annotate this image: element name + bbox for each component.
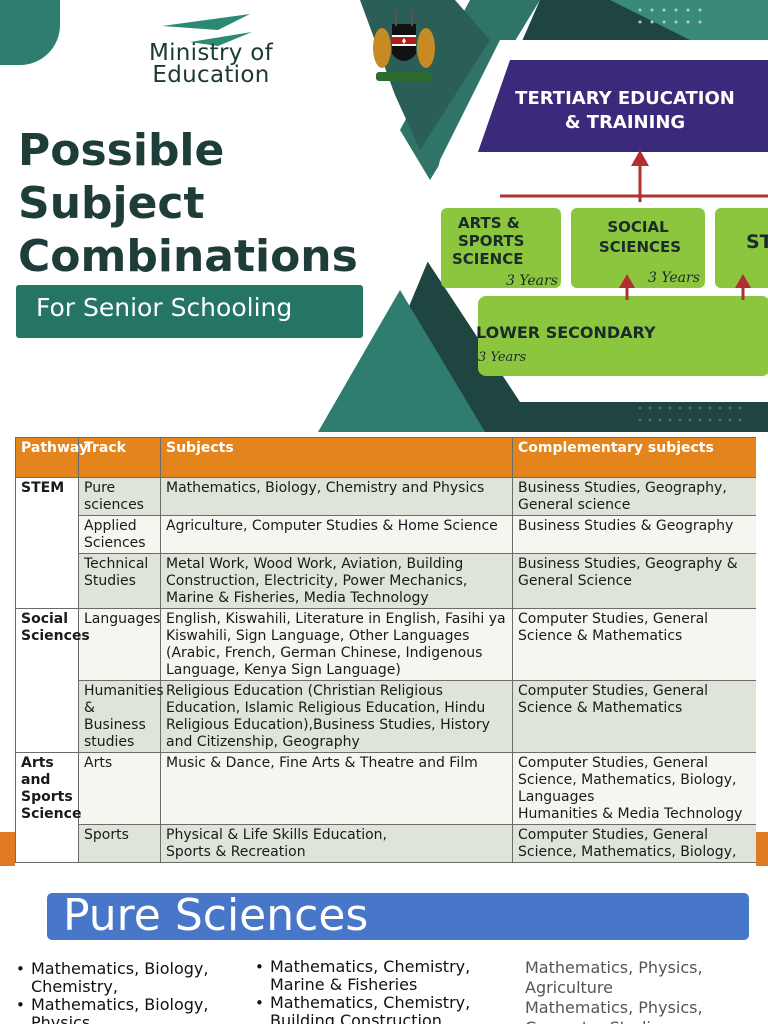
- pure-sciences-heading: Pure Sciences: [63, 890, 369, 941]
- social-label-line1: SOCIAL: [607, 218, 669, 236]
- combination-list-1: Mathematics, Biology, Chemistry, Mathema…: [14, 960, 234, 1024]
- social-years: 3 Years: [648, 270, 700, 286]
- table-row: Technical Studies Metal Work, Wood Work,…: [16, 553, 756, 609]
- list-item: Mathematics, Chemistry, Marine & Fisheri…: [253, 958, 503, 994]
- title-line-1: Possible: [18, 125, 225, 176]
- header-track: Track: [78, 437, 161, 478]
- ministry-logo: [162, 14, 252, 46]
- header-complementary: Complementary subjects: [512, 437, 756, 478]
- complementary-cell: Business Studies, Geography, General sci…: [512, 477, 756, 516]
- tertiary-label-line1: TERTIARY EDUCATION: [515, 88, 735, 109]
- complementary-cell: Computer Studies, General Science & Math…: [512, 680, 756, 753]
- orange-edge-right: [756, 832, 768, 866]
- track-cell: Sports: [78, 824, 161, 863]
- subjects-cell: Agriculture, Computer Studies & Home Sci…: [160, 515, 513, 554]
- track-cell: Humanities & Business studies: [78, 680, 164, 753]
- page-title: Possible Subject Combinations: [18, 124, 398, 283]
- complementary-cell: Business Studies & Geography: [512, 515, 756, 554]
- subtitle-text: For Senior Schooling: [36, 293, 293, 322]
- list-item: Mathematics, Chemistry, Building Constru…: [253, 994, 503, 1024]
- combination-list-2: Mathematics, Chemistry, Marine & Fisheri…: [253, 958, 503, 1024]
- subjects-cell: Music & Dance, Fine Arts & Theatre and F…: [160, 752, 513, 825]
- pathway-cell: Arts and Sports Science: [15, 752, 81, 863]
- cover-banner: TERTIARY EDUCATION & TRAINING ARTS & SPO…: [0, 0, 768, 432]
- pathway-cell: STEM: [15, 477, 79, 609]
- arts-label-line3: SCIENCE: [452, 250, 523, 268]
- arts-label-line2: SPORTS: [458, 232, 524, 250]
- subjects-line: Physical & Life Skills Education,: [166, 827, 388, 843]
- list-item: Mathematics, Physics, Computer Studies: [525, 998, 703, 1024]
- track-cell: Languages: [78, 608, 161, 681]
- table-row: Arts and Sports Science Arts Music & Dan…: [15, 752, 756, 863]
- title-line-2: Subject: [18, 178, 205, 229]
- coat-of-arms-emblem: [373, 10, 435, 81]
- pathway-cell: Social Sciences: [15, 608, 90, 753]
- ministry-name-line1: Ministry of: [148, 40, 274, 66]
- lower-secondary-label: LOWER SECONDARY: [476, 323, 656, 342]
- header-subjects: Subjects: [160, 437, 513, 478]
- list-item: Mathematics, Biology, Chemistry,: [14, 960, 234, 996]
- list-item: Mathematics, Biology, Physics: [14, 996, 234, 1024]
- pathway-graphic: TERTIARY EDUCATION & TRAINING ARTS & SPO…: [318, 0, 768, 432]
- pure-sciences-heading-bar: Pure Sciences: [47, 890, 749, 941]
- complementary-cell: Business Studies, Geography & General Sc…: [512, 553, 756, 609]
- subtitle-banner: For Senior Schooling: [16, 285, 363, 338]
- ministry-name-line2: Education: [152, 62, 270, 88]
- table-row: Sports Physical & Life Skills Education,…: [16, 824, 756, 863]
- complementary-cell: Computer Studies, General Science, Mathe…: [512, 752, 756, 825]
- subjects-line: Sports & Recreation: [166, 844, 306, 860]
- complementary-cell: Computer Studies, General Science, Mathe…: [512, 824, 756, 863]
- arts-label-line1: ARTS &: [458, 214, 520, 232]
- complementary-cell: Computer Studies, General Science & Math…: [512, 608, 756, 681]
- track-cell: Pure sciences: [78, 477, 161, 516]
- track-cell: Arts: [78, 752, 161, 825]
- table-row: Applied Sciences Agriculture, Computer S…: [16, 515, 756, 554]
- table-row: STEM Pure sciences Mathematics, Biology,…: [15, 477, 756, 609]
- table-header-row: Pathway Track Subjects Complementary sub…: [15, 437, 756, 478]
- subject-combinations-table: Pathway Track Subjects Complementary sub…: [15, 437, 756, 866]
- combination-list-3: Mathematics, Physics, Agriculture Mathem…: [525, 958, 755, 1024]
- stem-label-partial: ST: [746, 231, 768, 253]
- title-line-3: Combinations: [18, 231, 358, 282]
- list-item: Mathematics, Physics, Agriculture: [525, 958, 703, 997]
- subjects-cell: Religious Education (Christian Religious…: [160, 680, 513, 753]
- subjects-cell: Mathematics, Biology, Chemistry and Phys…: [160, 477, 513, 516]
- table-row: Humanities & Business studies Religious …: [16, 680, 756, 753]
- arts-years: 3 Years: [506, 273, 558, 289]
- complementary-line: Computer Studies, General Science, Mathe…: [518, 755, 737, 805]
- social-label-line2: SCIENCES: [599, 238, 681, 256]
- subjects-cell: Physical & Life Skills Education, Sports…: [160, 824, 513, 863]
- lower-secondary-years: 3 Years: [478, 350, 527, 365]
- orange-edge-left: [0, 832, 15, 866]
- tertiary-label-line2: & TRAINING: [565, 112, 685, 133]
- header-pathway: Pathway: [15, 437, 88, 478]
- track-cell: Technical Studies: [78, 553, 161, 609]
- subjects-cell: Metal Work, Wood Work, Aviation, Buildin…: [160, 553, 513, 609]
- complementary-line: Humanities & Media Technology: [518, 806, 743, 822]
- track-cell: Applied Sciences: [78, 515, 161, 554]
- ministry-name: Ministry of Education: [126, 40, 296, 88]
- table-row: Social Sciences Languages English, Kiswa…: [15, 608, 756, 753]
- subjects-cell: English, Kiswahili, Literature in Englis…: [160, 608, 513, 681]
